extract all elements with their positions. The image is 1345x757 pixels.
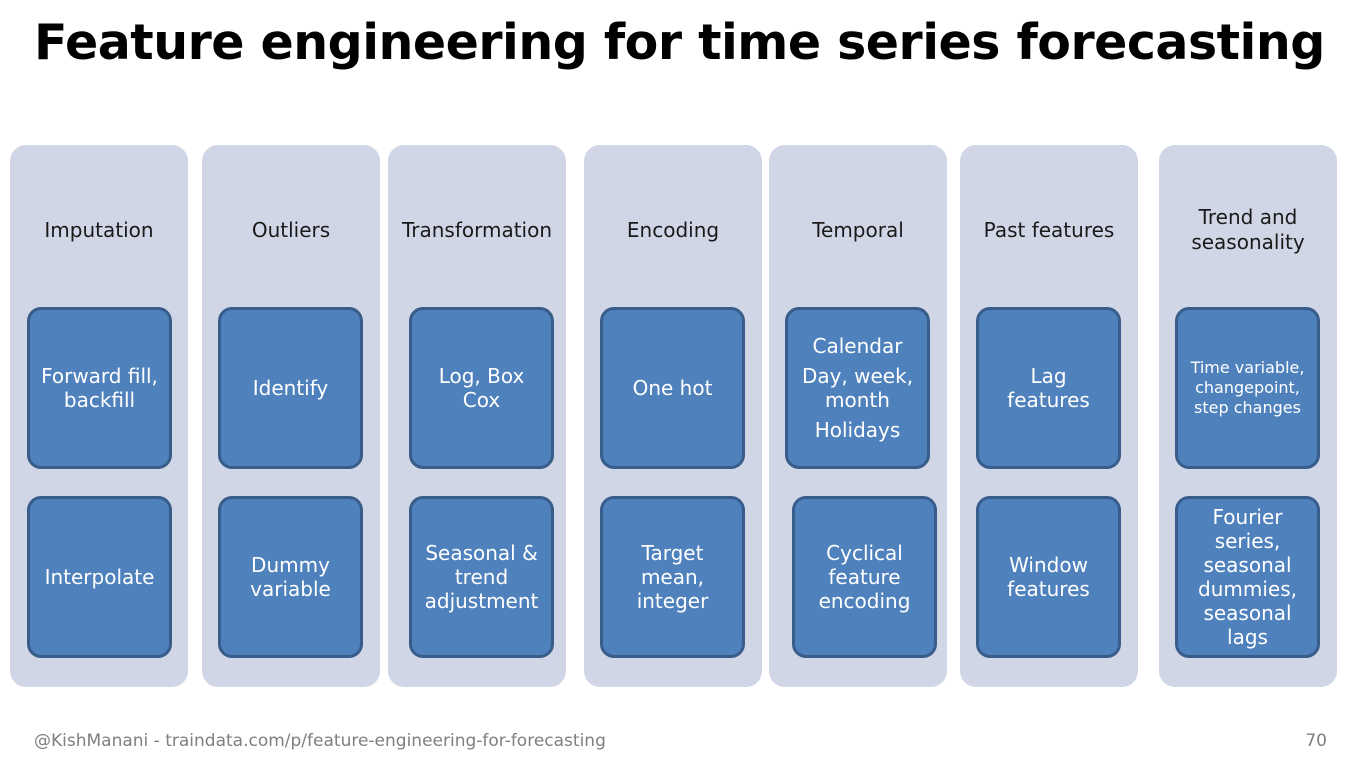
column-header: Transformation — [388, 195, 566, 265]
technique-box: Calendar Day, week, month Holidays — [785, 307, 930, 469]
technique-box: Lag features — [976, 307, 1121, 469]
box-text-line: One hot — [632, 376, 713, 400]
column-header: Outliers — [202, 195, 380, 265]
box-text-line: integer — [636, 589, 709, 613]
column-header-line: Trend and — [1198, 205, 1298, 229]
column-header-line: seasonality — [1191, 230, 1305, 254]
technique-box: Interpolate — [27, 496, 172, 658]
technique-box: Fourier series, seasonal dummies, season… — [1175, 496, 1320, 658]
box-text-line: variable — [250, 577, 331, 601]
box-text-line: mean, — [640, 565, 705, 589]
box-text-line: step changes — [1194, 398, 1301, 417]
box-text-line: Calendar — [812, 334, 903, 358]
slide-title: Feature engineering for time series fore… — [34, 14, 1325, 71]
box-text-line: features — [1007, 577, 1090, 601]
footer-credit: @KishManani - traindata.com/p/feature-en… — [34, 731, 606, 751]
box-text-line: series, — [1214, 529, 1281, 553]
page-number: 70 — [1305, 731, 1327, 751]
column-past-features: Past features Lag features Window featur… — [960, 145, 1138, 687]
column-header: Trend and seasonality — [1159, 195, 1337, 265]
column-transformation: Transformation Log, Box Cox Seasonal & t… — [388, 145, 566, 687]
column-header: Past features — [960, 195, 1138, 265]
column-header-line: Past features — [983, 217, 1115, 242]
box-text-line: adjustment — [424, 589, 539, 613]
box-text-line: lags — [1227, 625, 1268, 649]
box-text-line: Identify — [252, 376, 329, 400]
box-text-line: Target — [641, 541, 704, 565]
box-text-line: Cyclical — [826, 541, 903, 565]
box-text-line: trend — [454, 565, 509, 589]
box-text-line: Window — [1009, 553, 1088, 577]
technique-box: Window features — [976, 496, 1121, 658]
box-text-line: month — [825, 388, 890, 412]
technique-box: Identify — [218, 307, 363, 469]
technique-box: Forward fill, backfill — [27, 307, 172, 469]
column-header: Encoding — [584, 195, 762, 265]
box-text-line: Holidays — [814, 418, 901, 442]
column-header-line: Outliers — [251, 217, 331, 242]
technique-box: One hot — [600, 307, 745, 469]
column-header: Imputation — [10, 195, 188, 265]
column-header-line: Transformation — [401, 217, 553, 242]
technique-box: Target mean, integer — [600, 496, 745, 658]
column-header: Temporal — [769, 195, 947, 265]
box-text-line: Log, Box — [438, 364, 525, 388]
box-text-line: Lag — [1030, 364, 1067, 388]
box-text-line: seasonal — [1203, 601, 1292, 625]
box-text-line: Cox — [462, 388, 501, 412]
technique-box: Time variable, changepoint, step changes — [1175, 307, 1320, 469]
column-header-line: Temporal — [812, 217, 904, 242]
box-text-line: Seasonal & — [425, 541, 538, 565]
column-header-line: Imputation — [44, 217, 154, 242]
box-text-line: Interpolate — [44, 565, 155, 589]
column-encoding: Encoding One hot Target mean, integer — [584, 145, 762, 687]
box-text-line: Dummy — [251, 553, 330, 577]
column-header-line: Encoding — [626, 217, 720, 242]
column-temporal: Temporal Calendar Day, week, month Holid… — [769, 145, 947, 687]
box-text-line: backfill — [63, 388, 136, 412]
column-outliers: Outliers Identify Dummy variable — [202, 145, 380, 687]
box-text-line: changepoint, — [1195, 378, 1300, 397]
box-text-line: feature — [828, 565, 901, 589]
box-text-line: Time variable, — [1190, 358, 1305, 377]
technique-box: Dummy variable — [218, 496, 363, 658]
box-text-line: Day, week, — [801, 364, 914, 388]
box-text-line: dummies, — [1198, 577, 1297, 601]
box-text-line: features — [1007, 388, 1090, 412]
box-text-line: Fourier — [1212, 505, 1283, 529]
technique-box: Log, Box Cox — [409, 307, 554, 469]
box-text-line: Forward fill, — [41, 364, 158, 388]
column-imputation: Imputation Forward fill, backfill Interp… — [10, 145, 188, 687]
box-text-line: seasonal — [1203, 553, 1292, 577]
column-trend-and-seasonality: Trend and seasonality Time variable, cha… — [1159, 145, 1337, 687]
box-text-line: encoding — [818, 589, 911, 613]
technique-box: Cyclical feature encoding — [792, 496, 937, 658]
technique-box: Seasonal & trend adjustment — [409, 496, 554, 658]
